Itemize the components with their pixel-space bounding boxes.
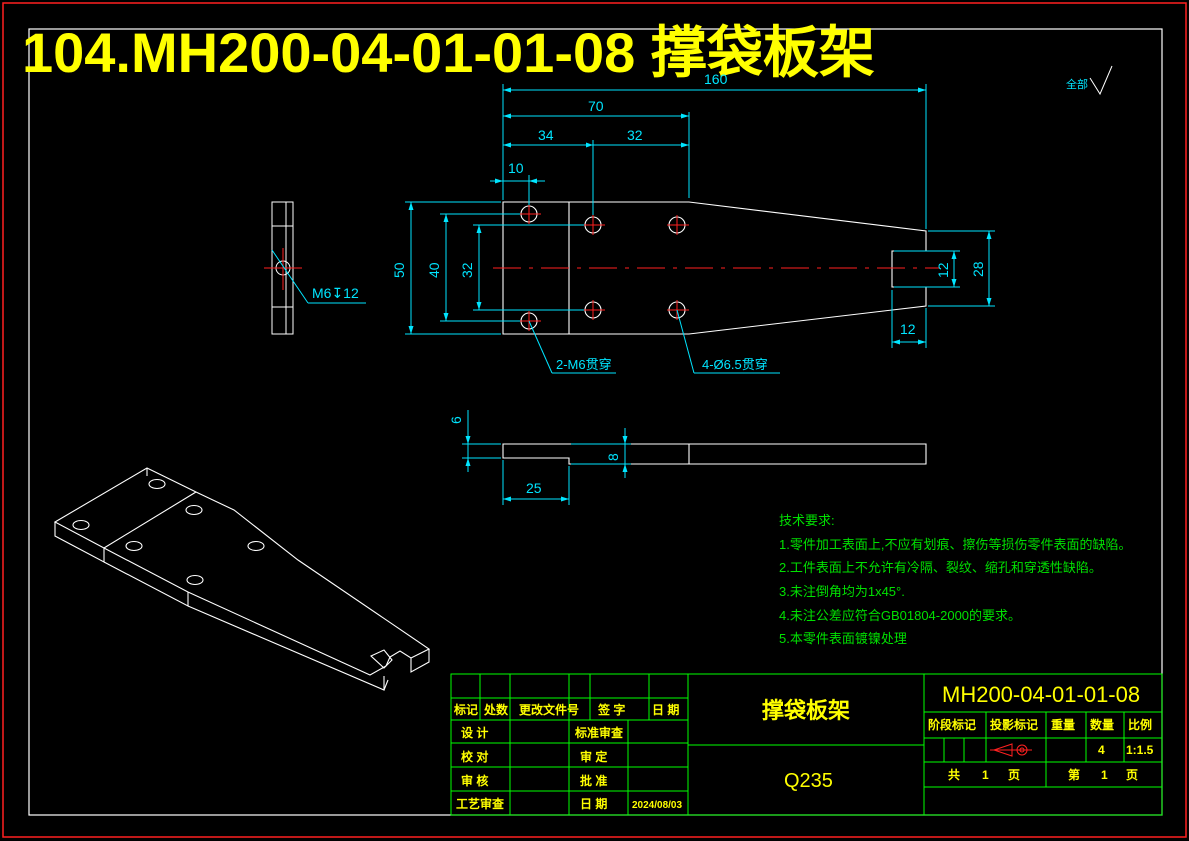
tb-value-date: 2024/08/03 <box>632 800 682 811</box>
tb-value-quantity: 4 <box>1098 743 1105 757</box>
tech-item-4: 4.未注公差应符合GB01804-2000的要求。 <box>779 608 1021 623</box>
tb-label-date2: 日 期 <box>580 796 607 811</box>
isometric-view <box>53 467 431 691</box>
tb-material: Q235 <box>784 770 833 792</box>
tb-label-standard-review: 标准审查 <box>574 725 624 740</box>
tb-label-approve-final: 审 定 <box>580 749 607 764</box>
tb-label-change-doc: 更改文件号 <box>519 702 579 717</box>
dim-12-slot: 12 <box>935 262 951 278</box>
tb-label-approve: 批 准 <box>580 773 607 788</box>
drawing-title: 104.MH200-04-01-01-08 撑袋板架 <box>22 21 875 84</box>
tb-value-page-no: 1 <box>1101 768 1108 782</box>
tb-label-projection-mark: 投影标记 <box>990 717 1038 732</box>
dim-25: 25 <box>526 480 542 496</box>
tb-part-name: 撑袋板架 <box>762 698 850 723</box>
front-view-centerlines <box>493 205 940 331</box>
tb-label-check: 校 对 <box>461 749 488 764</box>
dim-50: 50 <box>391 262 407 278</box>
dim-28: 28 <box>970 261 986 277</box>
tb-label-sheet-no: 第 <box>1068 767 1080 782</box>
dimension-arrows <box>408 87 992 345</box>
roughness-symbol: 全部 <box>1066 65 1113 96</box>
edge-view-arrows <box>465 436 628 502</box>
dim-side-hole: M6↧12 <box>312 285 359 301</box>
dim-8: 8 <box>605 453 621 461</box>
tb-label-weight: 重量 <box>1051 717 1075 732</box>
tech-item-5: 5.本零件表面镀镍处理 <box>779 631 907 646</box>
dim-32-vertical: 32 <box>459 262 475 278</box>
tech-item-2: 2.工件表面上不允许有冷隔、裂纹、缩孔和穿透性缺陷。 <box>779 560 1102 575</box>
dim-12-bottom: 12 <box>900 321 916 337</box>
tb-drawing-number: MH200-04-01-01-08 <box>942 682 1140 707</box>
side-hole-leader <box>271 249 366 304</box>
dim-6: 6 <box>448 416 464 424</box>
dim-70: 70 <box>588 98 604 114</box>
tb-label-review: 审 核 <box>461 773 488 788</box>
tb-label-page-sheet: 页 <box>1126 768 1138 782</box>
tb-label-design: 设 计 <box>461 725 488 740</box>
callout-tapped-holes: 2-M6贯穿 <box>556 357 612 372</box>
roughness-label: 全部 <box>1066 77 1088 91</box>
callout-through-holes: 4-Ø6.5贯穿 <box>702 357 768 372</box>
tech-item-3: 3.未注倒角均为1x45°. <box>779 584 905 599</box>
tech-heading: 技术要求: <box>779 513 835 528</box>
tb-label-scale: 比例 <box>1128 717 1152 732</box>
tb-label-process-review: 工艺审查 <box>456 796 505 811</box>
tb-label-mark: 标记 <box>453 702 478 717</box>
dim-34: 34 <box>538 127 554 143</box>
tb-label-count: 处数 <box>483 702 509 717</box>
tb-label-signature: 签 字 <box>597 702 625 717</box>
projection-symbol <box>990 743 1032 757</box>
dim-32-horizontal: 32 <box>627 127 643 143</box>
title-block-grid <box>450 673 1163 816</box>
edge-view <box>502 443 927 465</box>
tb-label-total: 共 <box>948 767 960 782</box>
tech-item-1: 1.零件加工表面上,不应有划痕、擦伤等损伤零件表面的缺陷。 <box>779 537 1131 552</box>
dim-overall-length: 160 <box>704 71 728 87</box>
tb-value-scale: 1:1.5 <box>1126 743 1154 757</box>
dim-40: 40 <box>426 262 442 278</box>
tb-label-quantity: 数量 <box>1090 717 1114 732</box>
front-view-dimension-lines <box>405 84 995 374</box>
dim-10: 10 <box>508 160 524 176</box>
side-view-centerlines <box>264 248 302 290</box>
tb-value-total-pages: 1 <box>982 768 989 782</box>
tb-label-total-sheet: 页 <box>1008 768 1020 782</box>
tb-label-stage-mark: 阶段标记 <box>928 717 976 732</box>
tb-label-date: 日 期 <box>652 702 679 717</box>
